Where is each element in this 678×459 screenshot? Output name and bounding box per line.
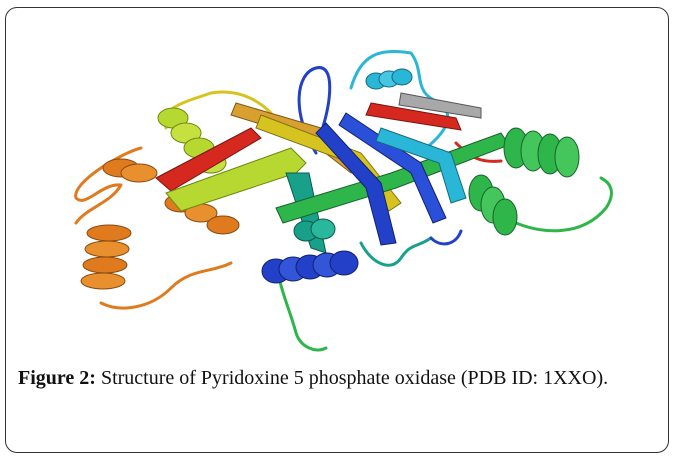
- strand-red-left: [155, 127, 262, 192]
- helix-orange-left: [80, 224, 132, 290]
- loop-cyan: [349, 49, 450, 155]
- loop-teal-bottom: [359, 236, 433, 267]
- loop-blue-top: [297, 66, 332, 155]
- figure-caption-text: Structure of Pyridoxine 5 phosphate oxid…: [95, 367, 609, 389]
- protein-ribbon-structure-icon: [74, 49, 613, 352]
- loop-green-right: [514, 176, 613, 233]
- strand-lime: [165, 147, 307, 212]
- loop-orange: [74, 146, 143, 225]
- strand-blue: [315, 122, 397, 246]
- loop-blue-bottom: [429, 229, 463, 246]
- loop-orange-lower: [99, 261, 233, 310]
- helix-blue-bottom: [261, 218, 359, 284]
- helix-cyan-top: [365, 68, 413, 90]
- strand-red-top: [365, 102, 462, 131]
- helix-green-right: [468, 127, 580, 236]
- beta-sheet: [155, 92, 510, 254]
- strand-gray: [398, 92, 482, 119]
- strand-cyan: [375, 127, 467, 204]
- strand-yellow: [255, 114, 402, 212]
- figure-caption: Figure 2: Structure of Pyridoxine 5 phos…: [18, 364, 658, 392]
- figure-container: Figure 2: Structure of Pyridoxine 5 phos…: [5, 7, 669, 453]
- loop-green-bottom: [274, 261, 328, 352]
- strand-blue-2: [338, 112, 447, 224]
- figure-label: Figure 2:: [18, 367, 96, 389]
- loop-red: [454, 141, 503, 163]
